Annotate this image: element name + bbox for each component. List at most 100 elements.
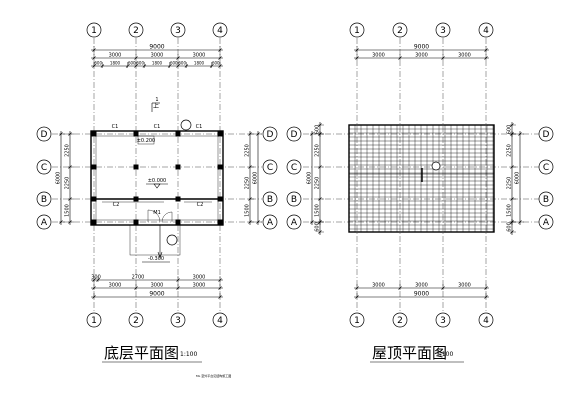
axis-right-A-bubble: [538, 214, 554, 230]
axis-left-C-bubble: [36, 159, 52, 175]
left-span-dim-text: 2250: [65, 177, 71, 190]
dim-tick: [218, 64, 222, 68]
axis-top-4-bubble-label: 4: [217, 26, 223, 36]
axis-top-2-bubble: [392, 22, 408, 38]
axis-bottom-3-bubble: [170, 312, 186, 328]
axis-right-C-bubble-label: C: [267, 163, 273, 173]
axis-top-1-bubble-label: 1: [91, 26, 97, 36]
dim-tick: [248, 132, 252, 136]
dim-tick: [398, 286, 402, 290]
axis-left-B-bubble: [36, 191, 52, 207]
axis-top-2-bubble-label: 2: [397, 26, 403, 36]
left-span-dim-text: 2250: [315, 177, 321, 190]
column: [133, 219, 139, 225]
window-label-c2: C2: [197, 202, 204, 208]
axis-bottom-1-bubble: [349, 312, 365, 328]
bottom-bay-dim-text: 3000: [415, 283, 428, 289]
left-span-dim-text: 2250: [315, 144, 321, 157]
door-swing: [147, 209, 161, 223]
dim-tick: [248, 165, 252, 169]
axis-bottom-3-bubble: [435, 312, 451, 328]
right-total-dim-text: 6000: [253, 172, 259, 185]
roof-plan-title: 屋顶平面图: [372, 344, 447, 362]
dim-tick: [59, 220, 63, 224]
dim-tick: [59, 132, 63, 136]
axis-top-3-bubble-label: 3: [440, 26, 446, 36]
axis-bottom-3-bubble-label: 3: [175, 316, 181, 326]
axis-top-1-bubble: [349, 22, 365, 38]
dim-tick: [484, 48, 488, 52]
column: [175, 164, 181, 170]
dim-tick: [510, 132, 514, 136]
roof-outline: [348, 124, 495, 233]
axis-right-C-bubble: [262, 159, 278, 175]
top-detail-dim-text: 600: [212, 61, 220, 66]
axis-right-A-bubble-label: A: [543, 218, 550, 228]
top-detail-dim-text: 600: [178, 61, 186, 66]
top-detail-dim-text: 1800: [110, 61, 121, 66]
axis-left-B-bubble: [286, 191, 302, 207]
dim-tick: [484, 295, 488, 299]
axis-left-A-bubble: [36, 214, 52, 230]
section-mark: 1: [155, 97, 158, 103]
dim-tick: [218, 295, 222, 299]
dim-tick: [176, 278, 180, 282]
axis-right-B-bubble-label: B: [267, 195, 273, 205]
dim-tick: [68, 220, 72, 224]
elevation-top: ±0.200: [137, 138, 156, 144]
bottom-bay-dim-text: 3000: [372, 283, 385, 289]
axis-right-D-bubble-label: D: [543, 130, 550, 140]
bottom-total-dim-text: 9000: [414, 291, 429, 298]
dim-tick: [310, 132, 314, 136]
dim-tick: [218, 48, 222, 52]
right-span-dim-text: 2250: [245, 144, 251, 157]
right-span-dim-text: 2250: [507, 144, 513, 157]
dim-tick: [209, 64, 214, 68]
right-total-dim-text: 6000: [515, 172, 521, 185]
top-total-dim-text: 9000: [414, 44, 429, 51]
dim-tick: [142, 64, 147, 68]
dim-tick: [68, 165, 72, 169]
detail-index-bubble: [180, 119, 192, 131]
left-span-dim-text: 1500: [315, 204, 321, 217]
top-detail-dim-text: 1800: [194, 61, 205, 66]
axis-right-D-bubble: [538, 126, 554, 142]
dim-tick: [218, 278, 222, 282]
dim-tick: [398, 56, 402, 60]
axis-top-2-bubble: [128, 22, 144, 38]
dim-tick: [318, 165, 322, 169]
top-detail-dim-text: 600: [136, 61, 144, 66]
dim-tick: [248, 197, 252, 201]
axis-top-4-bubble-label: 4: [483, 26, 489, 36]
column: [217, 131, 223, 137]
column: [217, 219, 223, 225]
axis-bottom-4-bubble-label: 4: [483, 316, 489, 326]
bottom-bay-dim-text: 3000: [458, 283, 471, 289]
column: [175, 219, 181, 225]
column: [175, 131, 181, 137]
axis-bottom-2-bubble-label: 2: [397, 316, 403, 326]
dim-tick: [218, 56, 222, 60]
dim-tick: [248, 220, 252, 224]
dim-tick: [134, 56, 138, 60]
axis-bottom-2-bubble-label: 2: [133, 316, 139, 326]
axis-top-3-bubble: [435, 22, 451, 38]
dim-tick: [484, 286, 488, 290]
axis-right-C-bubble-label: C: [543, 163, 549, 173]
interior-wall-line: [95, 135, 219, 221]
axis-top-1-bubble-label: 1: [354, 26, 360, 36]
dim-tick: [510, 220, 514, 224]
axis-bottom-3-bubble-label: 3: [440, 316, 446, 326]
stair-label: 上: [153, 102, 159, 110]
axis-right-D-bubble-label: D: [267, 130, 274, 140]
dim-tick: [510, 230, 514, 234]
door-label-m1: M1: [153, 210, 161, 216]
dim-tick: [355, 48, 359, 52]
axis-right-B-bubble-label: B: [543, 195, 549, 205]
window-label-c1: C1: [154, 124, 161, 130]
top-detail-dim-text: 600: [128, 61, 136, 66]
column: [91, 219, 97, 225]
dim-tick: [134, 64, 138, 68]
dim-tick: [176, 56, 180, 60]
